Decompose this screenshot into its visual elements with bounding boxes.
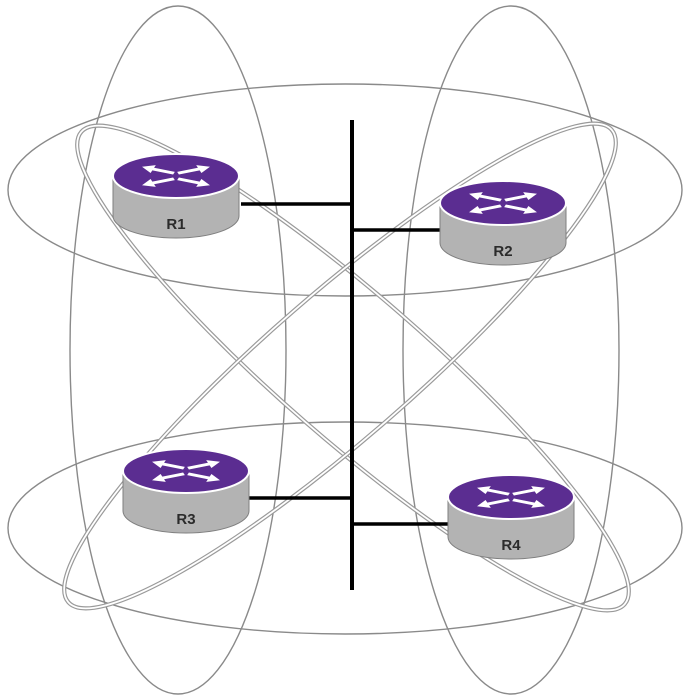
arrow-icon: [152, 460, 185, 470]
ring-horizontal-bottom: [7, 421, 683, 635]
ring-diagonal-r2-r3: [62, 121, 618, 611]
router-arrows-icon: [477, 486, 545, 508]
arrow-icon: [142, 177, 175, 187]
router-label: R3: [176, 511, 195, 528]
arrow-icon: [177, 177, 210, 187]
arrow-icon: [477, 498, 510, 508]
arrow-icon: [142, 165, 175, 175]
router-top: [112, 153, 240, 199]
router-r2: R2: [439, 180, 567, 266]
router-arrows-icon: [469, 192, 537, 214]
arrow-icon: [177, 165, 210, 175]
arrow-icon: [469, 192, 502, 202]
router-arrows-icon: [142, 165, 210, 187]
bus-group: [241, 120, 448, 590]
ring-group: [7, 5, 683, 695]
router-label: R4: [501, 537, 521, 554]
ring-diagonal-r2-r3-inner: [63, 122, 617, 610]
router-r3: R3: [122, 448, 250, 534]
arrow-icon: [512, 486, 545, 496]
router-top: [447, 474, 575, 520]
ring-horizontal-top: [7, 83, 683, 297]
arrow-icon: [477, 486, 510, 496]
router-label: R2: [493, 243, 512, 260]
arrow-icon: [512, 498, 545, 508]
arrow-icon: [504, 192, 537, 202]
router-label: R1: [166, 216, 185, 233]
router-r1: R1: [112, 153, 240, 239]
arrow-icon: [187, 460, 220, 470]
arrow-icon: [152, 472, 185, 482]
ring-diagonal-r1-r4-inner: [76, 124, 630, 612]
router-r4: R4: [447, 474, 575, 560]
arrow-icon: [469, 204, 502, 214]
router-top: [122, 448, 250, 494]
arrow-icon: [187, 472, 220, 482]
ring-vertical-right: [402, 5, 620, 695]
router-arrows-icon: [152, 460, 220, 482]
ring-vertical-left: [69, 5, 287, 695]
arrow-icon: [504, 204, 537, 214]
router-top: [439, 180, 567, 226]
